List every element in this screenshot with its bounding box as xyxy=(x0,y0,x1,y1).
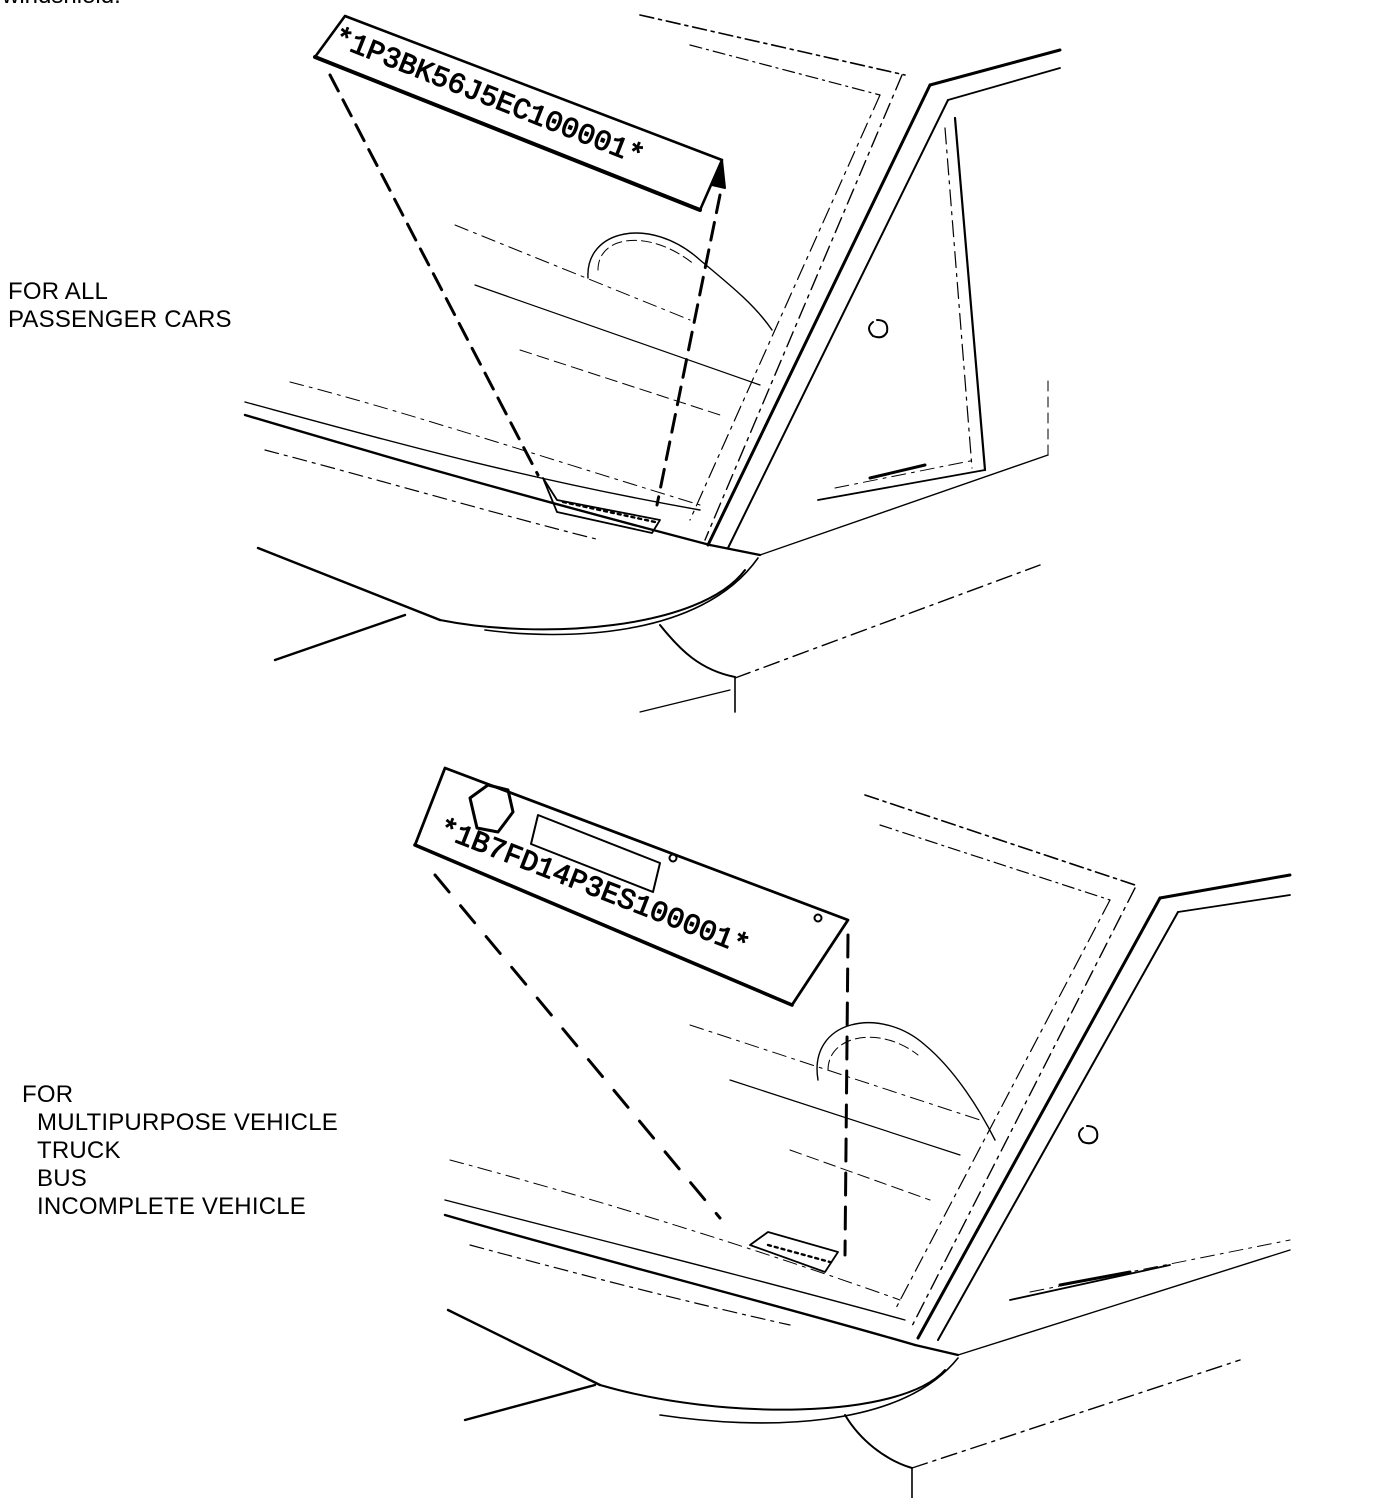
caption-line: FOR xyxy=(22,1081,74,1108)
caption-line: BUS xyxy=(37,1165,87,1192)
leader-line xyxy=(433,873,722,1220)
vin-number-passenger: *1P3BK56J5EC100001* xyxy=(329,22,649,174)
plate-window xyxy=(530,814,661,893)
caption-passenger-cars: FOR ALL PASSENGER CARS xyxy=(8,278,232,334)
leader-line xyxy=(655,193,722,507)
car-illustration-bottom xyxy=(443,794,1292,1498)
vin-plate-truck: *1B7FD14P3ES100001* xyxy=(413,766,850,1007)
caption-multipurpose-vehicles: FOR MULTIPURPOSE VEHICLE TRUCK BUS INCOM… xyxy=(22,1081,338,1221)
leader-line xyxy=(843,933,850,1257)
caption-line: INCOMPLETE VEHICLE xyxy=(37,1193,306,1220)
caption-line: TRUCK xyxy=(37,1137,121,1164)
caption-line: PASSENGER CARS xyxy=(8,306,232,333)
leader-line xyxy=(328,73,540,477)
hexagon-emblem xyxy=(468,783,515,834)
text-fragment-top: windshield. xyxy=(2,0,121,10)
caption-line: FOR ALL xyxy=(8,278,109,305)
car-illustration-top xyxy=(243,14,1062,713)
caption-line: MULTIPURPOSE VEHICLE xyxy=(37,1109,338,1136)
vin-plate-passenger: *1P3BK56J5EC100001* xyxy=(313,14,726,212)
